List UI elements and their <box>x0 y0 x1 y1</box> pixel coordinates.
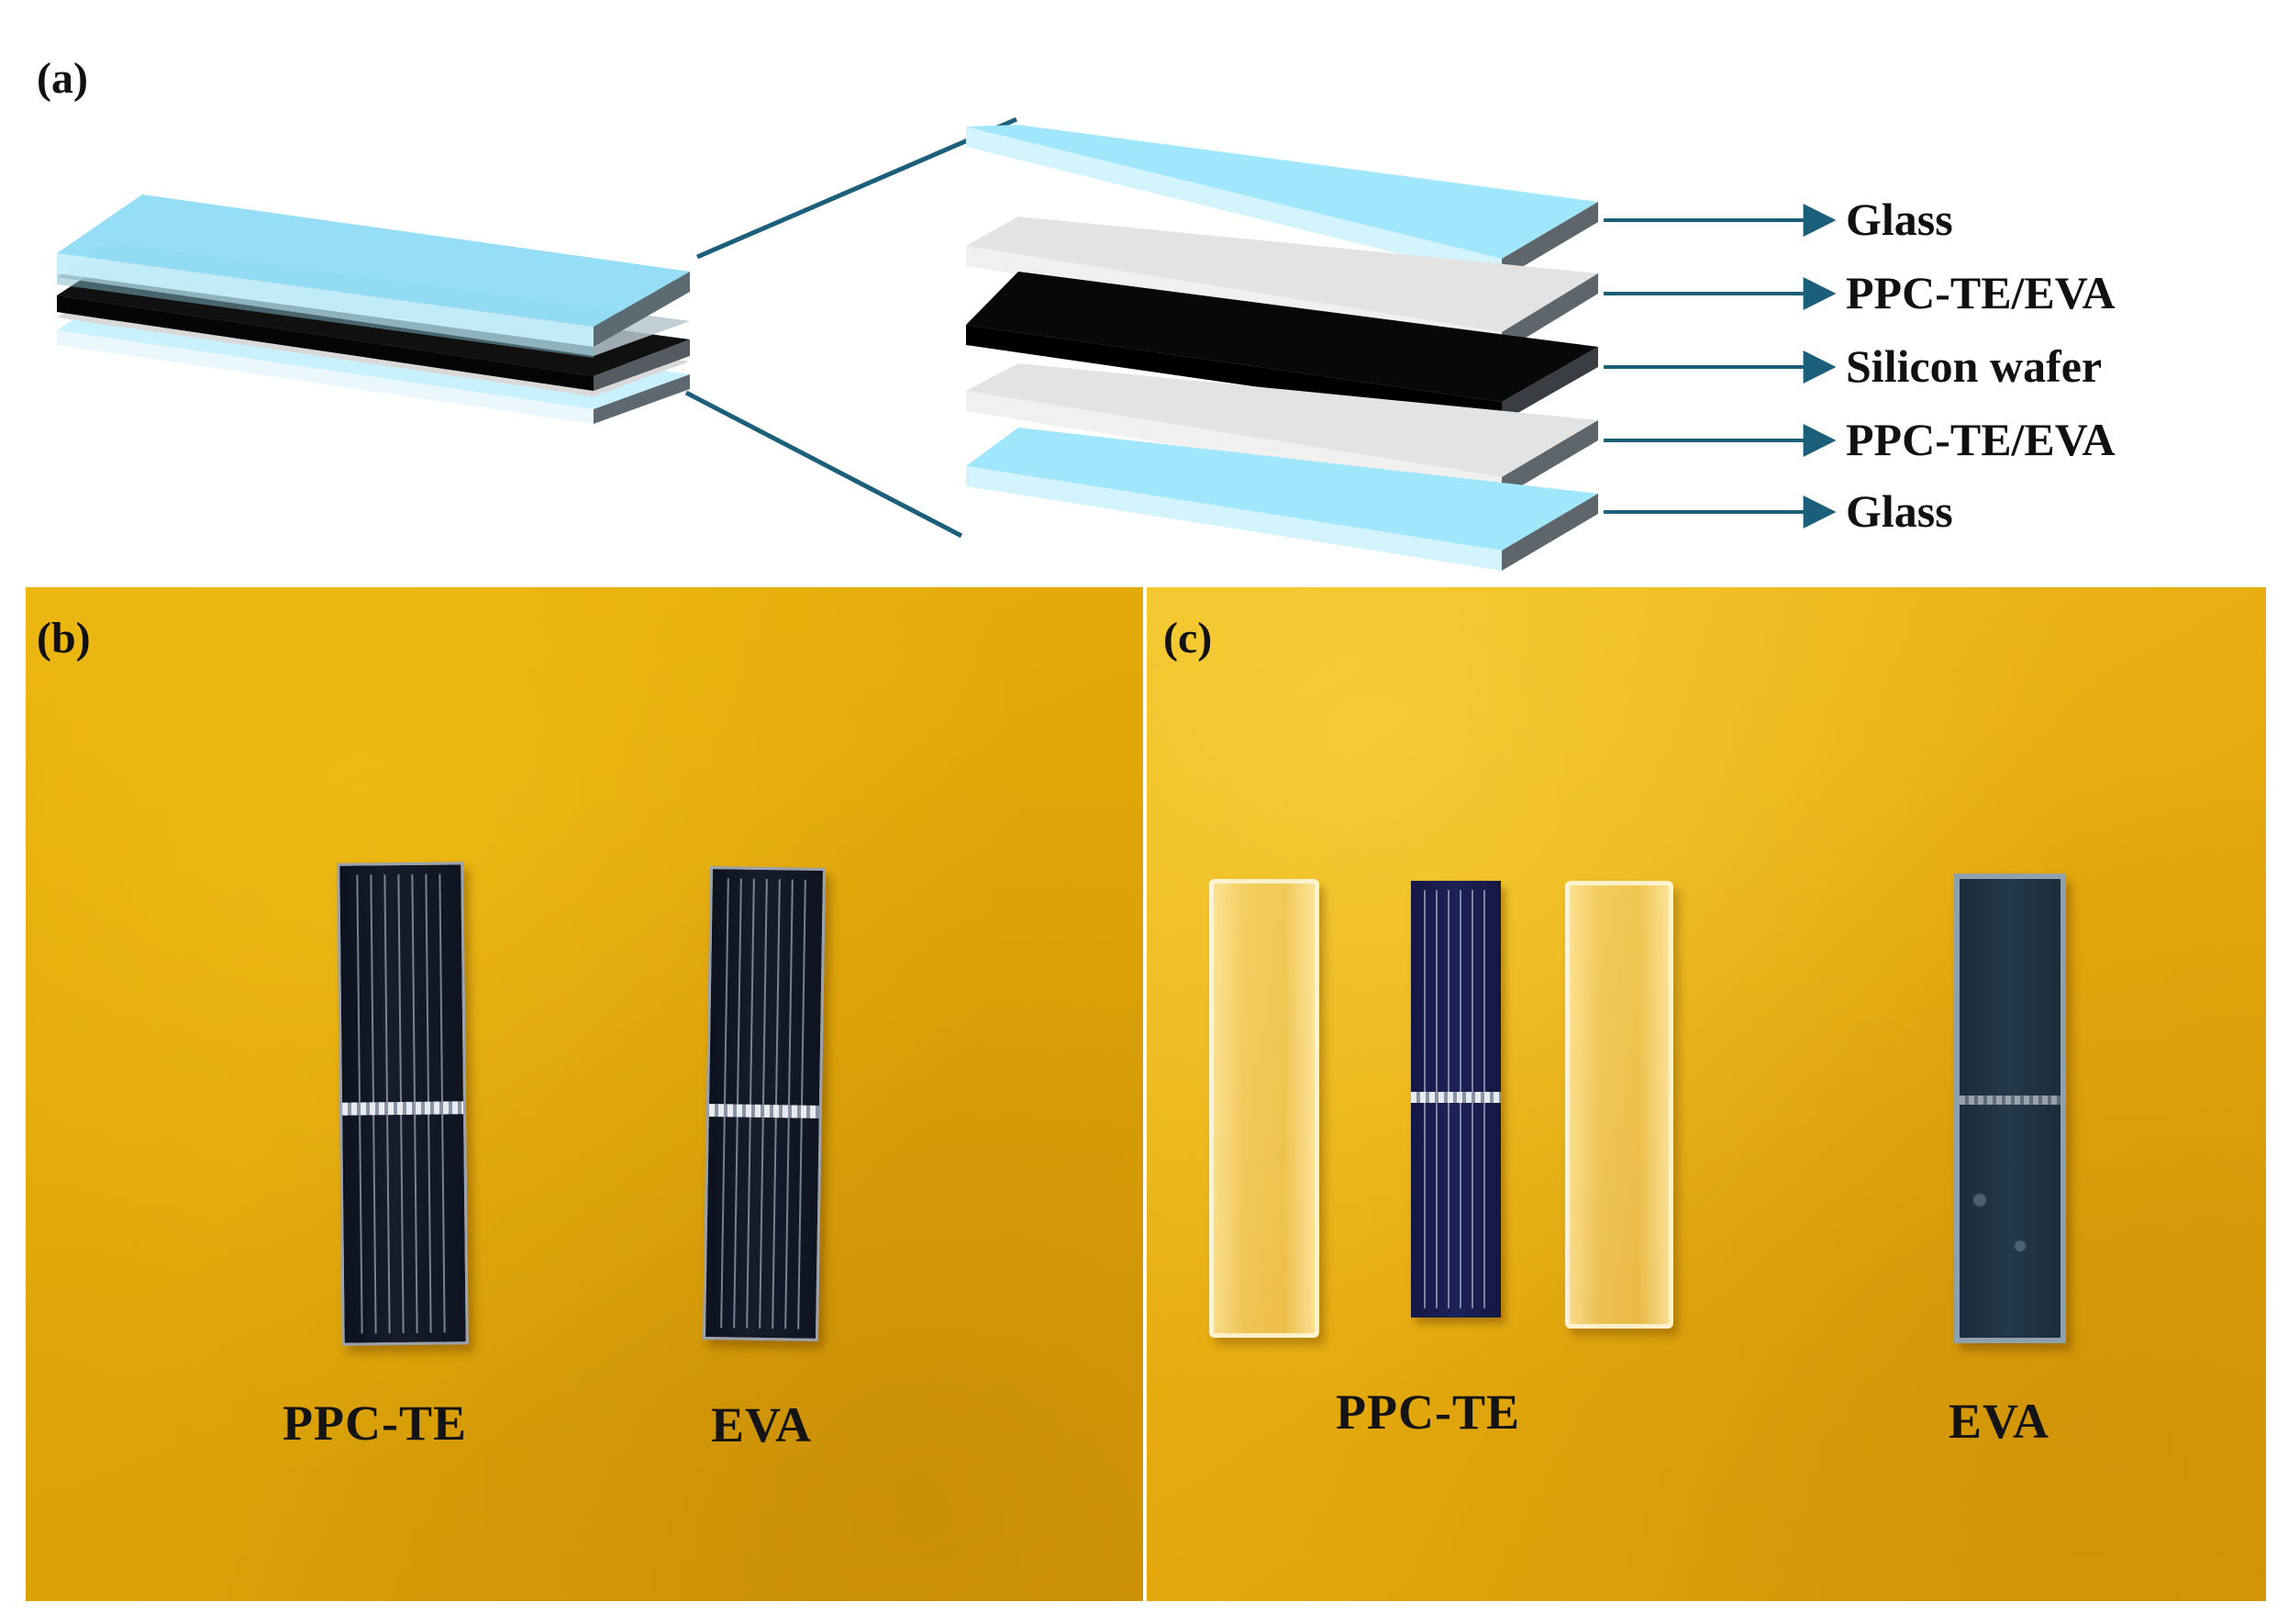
panel-label-c: (c) <box>1163 614 1213 662</box>
layer-label-encapsulant-bottom: PPC-TE/EVA <box>1846 414 2116 465</box>
eva-laminated-cell <box>1954 873 2066 1343</box>
laminated-cell-ppc-te <box>337 862 469 1346</box>
sample-label-eva-c: EVA <box>1949 1394 2050 1449</box>
bare-silicon-cell <box>1411 881 1501 1318</box>
zoom-line-top <box>696 117 1017 260</box>
photo-b: (b) PPC-TE EVA <box>26 587 1143 1601</box>
panel-label-a: (a) <box>37 54 88 103</box>
layer-label-glass-top: Glass <box>1846 194 1953 245</box>
zoom-line-bottom <box>684 390 963 539</box>
photo-c: (c) PPC-TE EVA <box>1147 587 2266 1601</box>
layer-label-encapsulant-top: PPC-TE/EVA <box>1846 267 2116 318</box>
laminate-schematic <box>57 117 1837 571</box>
panel-label-b: (b) <box>37 614 91 662</box>
sample-label-ppc-te-c: PPC-TE <box>1336 1385 1520 1440</box>
peeled-glass-left <box>1209 879 1319 1338</box>
sample-label-ppc-te-b: PPC-TE <box>283 1396 467 1451</box>
peeled-glass-right <box>1565 881 1673 1329</box>
exploded-layers <box>966 125 1598 571</box>
assembled-laminate <box>57 195 690 424</box>
laminated-cell-eva <box>702 866 827 1341</box>
layer-label-silicon-wafer: Silicon wafer <box>1846 340 2103 392</box>
layer-label-glass-bottom: Glass <box>1846 485 1953 537</box>
sample-label-eva-b: EVA <box>711 1397 813 1452</box>
